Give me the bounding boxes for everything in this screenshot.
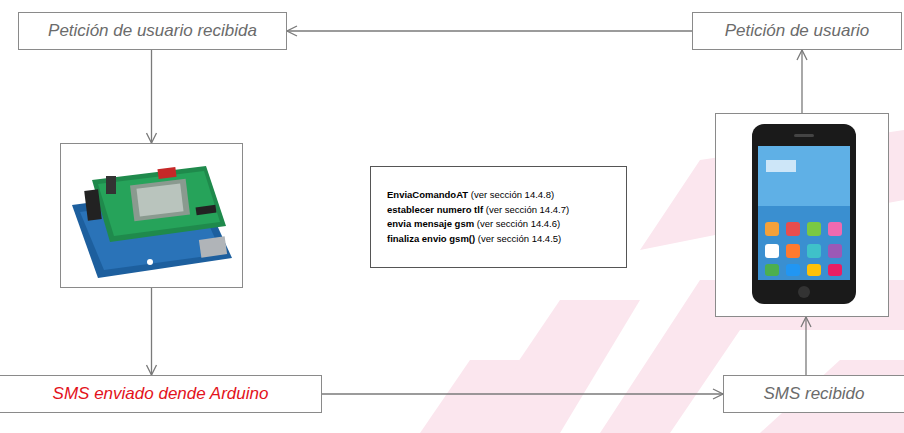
request-box: Petición de usuario — [692, 12, 902, 50]
watermark-shape — [420, 360, 520, 433]
note-line: establecer numero tlf (ver sección 14.4.… — [387, 203, 569, 218]
function-name: EnviaComandoAT — [387, 189, 468, 200]
box-label: SMS recibido — [763, 384, 864, 404]
flow-arrow — [322, 393, 723, 394]
function-name: establecer numero tlf — [387, 204, 483, 215]
sms-box: SMS enviado dende Arduino — [0, 375, 322, 413]
flow-arrow — [801, 50, 802, 113]
section-ref: (ver sección 14.4.5) — [478, 233, 561, 244]
flow-arrow — [287, 30, 692, 31]
phone-illustration — [716, 114, 888, 316]
gsm-module — [130, 179, 190, 222]
flow-arrow — [151, 50, 152, 143]
function-name: finaliza envio gsm() — [387, 233, 475, 244]
note-line: finaliza envio gsm() (ver sección 14.4.5… — [387, 232, 561, 247]
note-box: EnviaComandoAT (ver sección 14.4.8)estab… — [370, 166, 627, 268]
request-box: Petición de usuario recibida — [18, 12, 287, 50]
function-name: envia mensaje gsm — [387, 218, 474, 229]
section-ref: (ver sección 14.4.7) — [486, 204, 569, 215]
note-line: EnviaComandoAT (ver sección 14.4.8) — [387, 188, 554, 203]
gsm-shield — [92, 166, 226, 242]
box-label: Petición de usuario — [725, 21, 870, 41]
flow-arrow — [805, 317, 806, 375]
flow-arrow — [151, 288, 152, 375]
arduino-illustration — [61, 144, 242, 287]
sms-box: SMS recibido — [723, 375, 904, 413]
app-icons — [765, 222, 842, 276]
box-label: Petición de usuario recibida — [48, 21, 257, 41]
box-label: SMS enviado dende Arduino — [53, 384, 269, 404]
image-box — [715, 113, 889, 317]
phone-body — [752, 124, 856, 304]
note-line: envia mensaje gsm (ver sección 14.4.6) — [387, 217, 560, 232]
image-box — [60, 143, 243, 288]
section-ref: (ver sección 14.4.8) — [471, 189, 554, 200]
section-ref: (ver sección 14.4.6) — [477, 218, 560, 229]
phone-screen — [758, 146, 850, 280]
